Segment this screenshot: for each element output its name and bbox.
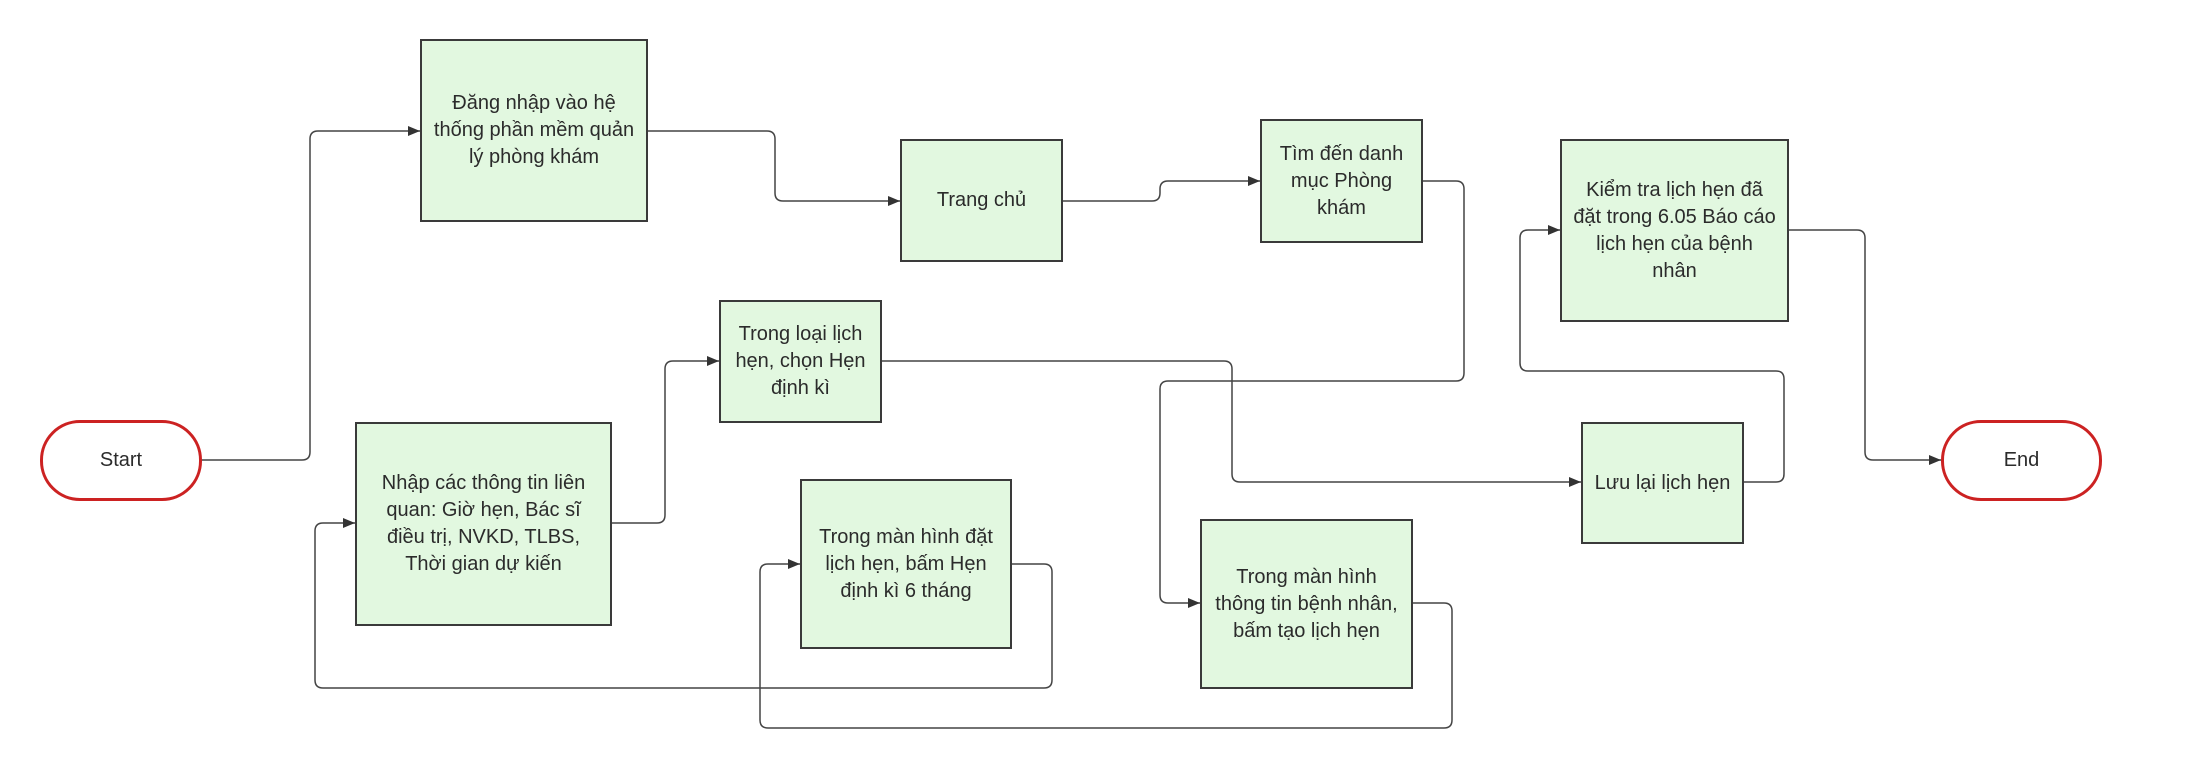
edge-type-save: [881, 360, 1581, 487]
save-node: Lưu lại lịch hẹn: [1581, 422, 1744, 544]
edge-patient-info-booking: [759, 559, 1453, 729]
clinic-node: Tìm đến danh mục Phòng khám: [1260, 119, 1423, 243]
edge-booking-enter-info: [314, 518, 1053, 689]
booking-screen-node: Trong màn hình đặt lịch hẹn, bấm Hẹn địn…: [800, 479, 1012, 649]
patient-info-node: Trong màn hình thông tin bệnh nhân, bấm …: [1200, 519, 1413, 689]
appt-type-node: Trong loại lịch hẹn, chọn Hẹn định kì: [719, 300, 882, 423]
edge-start-login: [200, 126, 420, 461]
end-node: End: [1941, 420, 2102, 501]
edge-login-home: [647, 130, 900, 206]
edge-save-check: [1519, 225, 1785, 483]
edge-home-clinic: [1062, 176, 1260, 202]
start-node: Start: [40, 420, 202, 501]
edge-enter-info-type: [611, 356, 719, 524]
edge-check-end: [1788, 229, 1941, 465]
check-node: Kiểm tra lịch hẹn đã đặt trong 6.05 Báo …: [1560, 139, 1789, 322]
login-node: Đăng nhập vào hệ thống phần mềm quản lý …: [420, 39, 648, 222]
enter-info-node: Nhập các thông tin liên quan: Giờ hẹn, B…: [355, 422, 612, 626]
edge-clinic-patient-info: [1159, 180, 1465, 608]
home-node: Trang chủ: [900, 139, 1063, 262]
